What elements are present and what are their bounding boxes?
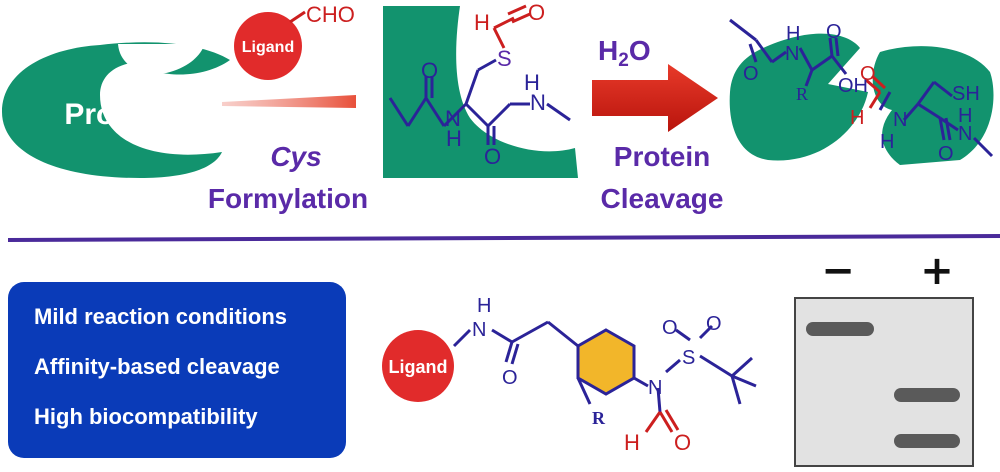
cho-label: CHO bbox=[306, 2, 355, 27]
cys-label: Cys bbox=[270, 141, 321, 172]
water-label: H2O bbox=[598, 35, 651, 71]
cleaved-fragment-left bbox=[729, 33, 868, 161]
section-divider bbox=[7, 234, 1000, 242]
protein-label: Protein bbox=[64, 98, 167, 131]
cysteine-structure bbox=[388, 58, 571, 145]
reagent-formyl-h: H bbox=[624, 430, 640, 455]
cleaved-h-top: H bbox=[786, 23, 800, 45]
cleaved-o-top: O bbox=[743, 63, 759, 85]
ligand-label: Ligand bbox=[242, 39, 294, 56]
cleavage-label-line1: Protein bbox=[614, 141, 710, 172]
gel-band-plus-upper bbox=[894, 388, 960, 402]
feature-mild-conditions: Mild reaction conditions bbox=[34, 304, 288, 329]
cleaved-sh: SH bbox=[952, 83, 980, 105]
cho-bond bbox=[289, 10, 306, 24]
reagent-structure bbox=[452, 320, 757, 413]
cleaved-formyl bbox=[865, 74, 887, 109]
cleaved-o-bottom: O bbox=[938, 143, 954, 165]
amide-n-left: N bbox=[445, 106, 461, 131]
gel-plus-label: + bbox=[920, 248, 954, 294]
gel-band-minus bbox=[806, 322, 874, 336]
reagent-r: R bbox=[592, 408, 606, 428]
protein-pocket bbox=[118, 44, 205, 74]
cleaved-h-right: H bbox=[958, 105, 972, 127]
formylation-label: Formylation bbox=[208, 183, 368, 214]
amide-h-right: H bbox=[524, 70, 540, 95]
amide-h-left: H bbox=[446, 126, 462, 151]
cleaved-n-right: N bbox=[958, 123, 972, 145]
feature-affinity-cleavage: Affinity-based cleavage bbox=[34, 354, 280, 379]
reaction-arrow bbox=[592, 64, 718, 132]
reagent-ligand-label: Ligand bbox=[389, 357, 448, 377]
cleaved-oh: OH bbox=[838, 75, 868, 97]
cleaved-n-mid: N bbox=[893, 109, 907, 131]
cleavage-label-line2: Cleavage bbox=[601, 183, 724, 214]
reagent-o-left: O bbox=[662, 317, 678, 339]
gel-band-plus-lower bbox=[894, 434, 960, 448]
formyl-o: O bbox=[528, 0, 545, 25]
sulfur-s: S bbox=[497, 46, 512, 71]
amide-o-left: O bbox=[421, 58, 438, 83]
ligand-ball bbox=[234, 12, 302, 80]
cleaved-n-top: N bbox=[785, 43, 799, 65]
amide-n-right: N bbox=[530, 90, 546, 115]
cleaved-fragment-right bbox=[872, 46, 994, 165]
cleaved-o-acid: O bbox=[826, 21, 842, 43]
reagent-n-sulfonyl: N bbox=[648, 377, 662, 399]
features-panel: Mild reaction conditions Affinity-based … bbox=[8, 282, 346, 458]
reagent-s: S bbox=[682, 347, 695, 369]
gel-minus-label: − bbox=[821, 248, 855, 294]
cleaved-right-structure bbox=[878, 80, 994, 158]
formyl-h: H bbox=[474, 10, 490, 35]
protein-shape bbox=[2, 42, 230, 178]
cleaved-formyl-o: O bbox=[860, 63, 876, 85]
reagent-o-amide: O bbox=[502, 367, 518, 389]
reagent-formyl bbox=[644, 409, 680, 433]
beam-shape bbox=[222, 95, 356, 108]
reagent-formyl-o: O bbox=[674, 430, 691, 455]
amide-o-bottom: O bbox=[484, 144, 501, 169]
protein-pocket-shape bbox=[383, 6, 578, 178]
feature-biocompatibility: High biocompatibility bbox=[34, 404, 258, 429]
benzene-highlight bbox=[578, 330, 634, 394]
reagent-h-nh: H bbox=[477, 295, 491, 317]
reagent-n-nh: N bbox=[472, 319, 486, 341]
cleaved-r: R bbox=[796, 84, 808, 104]
formyl-group bbox=[492, 4, 531, 49]
reagent-o-right: O bbox=[706, 313, 722, 335]
cleaved-left-structure bbox=[729, 18, 848, 87]
cleaved-formyl-h: H bbox=[850, 107, 864, 129]
cleaved-h-mid: H bbox=[880, 131, 894, 153]
reagent-ligand-ball bbox=[382, 330, 454, 402]
